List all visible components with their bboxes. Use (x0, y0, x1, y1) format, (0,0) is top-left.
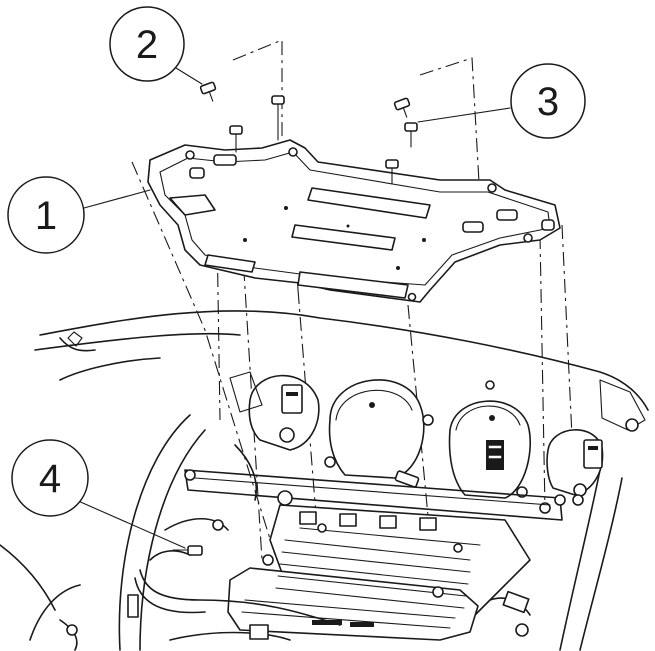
callout-4-number: 4 (39, 457, 61, 501)
amplifier-module (227, 494, 584, 641)
speaker-right (546, 429, 604, 497)
callout-2-number: 2 (136, 23, 158, 67)
screws-item-2 (199, 81, 285, 153)
callout-2: 2 (109, 6, 203, 85)
callout-3: 3 (417, 63, 586, 139)
frame-tray (149, 469, 566, 561)
speaker-left (229, 371, 320, 451)
callout-1-number: 1 (35, 194, 57, 238)
lower-bolt-item-4 (172, 545, 203, 556)
callout-1: 1 (7, 176, 151, 254)
wiring-harness (59, 444, 531, 651)
gauge-left (324, 379, 434, 488)
assembly-lines (131, 39, 576, 591)
gauge-right (448, 380, 532, 499)
screws-item-3 (385, 97, 418, 185)
fairing-body (0, 310, 649, 651)
callout-4: 4 (11, 439, 186, 549)
bracket-bolt-right (462, 209, 555, 233)
callout-3-number: 3 (537, 80, 559, 124)
bracket-bolt-left (189, 154, 237, 179)
mounting-bracket (147, 139, 561, 303)
